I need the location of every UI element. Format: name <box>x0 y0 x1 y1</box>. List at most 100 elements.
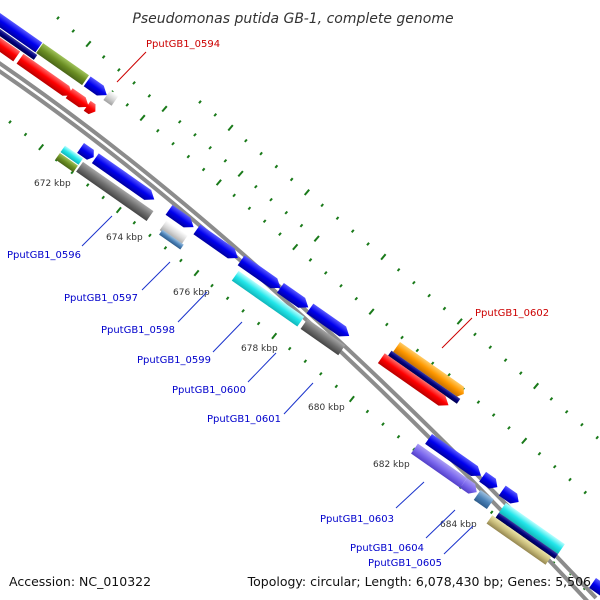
gene-cyan-0600[interactable] <box>267 296 305 327</box>
gene-navy-0605[interactable] <box>495 512 558 559</box>
gc-dot <box>564 409 569 414</box>
gc-dot <box>335 216 340 221</box>
gene-red-top-a[interactable] <box>0 27 21 62</box>
gc-dot <box>427 293 431 298</box>
gene-label-0596[interactable]: PputGB1_0596 <box>7 250 81 261</box>
gene-cyan-0605[interactable] <box>499 502 565 554</box>
gene-khaki-0605[interactable] <box>486 515 552 565</box>
gc-dot <box>23 132 28 137</box>
gc-dot <box>284 210 289 215</box>
gene-blue-0603b[interactable] <box>479 471 501 492</box>
gc-dot <box>583 490 588 495</box>
gene-label-0597[interactable]: PputGB1_0597 <box>64 293 138 304</box>
gene-blue-corner[interactable] <box>589 578 600 600</box>
gc-dot <box>365 409 370 414</box>
accession-text: Accession: NC_010322 <box>9 574 151 589</box>
gc-dot <box>334 384 339 389</box>
gene-features <box>0 11 600 600</box>
map-title: Pseudomonas putida GB-1, complete genome <box>132 11 453 27</box>
gene-blue-0596a[interactable] <box>77 143 97 162</box>
gene-label-0602[interactable]: PputGB1_0602 <box>475 308 549 319</box>
gene-red-top-b[interactable] <box>16 53 76 101</box>
tick-label: 678 kbp <box>241 344 278 354</box>
gene-slate-0603[interactable] <box>411 443 468 488</box>
gene-gray-0596[interactable] <box>76 161 154 221</box>
gc-dot <box>595 435 599 440</box>
gc-dot <box>521 437 528 445</box>
gc-dot <box>148 233 152 238</box>
gene-blue-0600[interactable] <box>276 282 312 312</box>
gc-dot <box>156 128 160 133</box>
gc-dot <box>385 322 389 327</box>
leader-0603 <box>395 481 425 509</box>
gene-label-0594[interactable]: PputGB1_0594 <box>146 39 220 50</box>
gene-olive-small[interactable] <box>55 152 78 173</box>
gene-label-0605[interactable]: PputGB1_0605 <box>368 558 442 569</box>
gc-dot <box>117 68 121 72</box>
gene-steel-0597[interactable] <box>159 229 184 250</box>
gene-steel-0604[interactable] <box>473 490 494 510</box>
gene-label-0599[interactable]: PputGB1_0599 <box>137 355 211 366</box>
gene-light-0597[interactable] <box>159 220 188 246</box>
gc-dot <box>193 269 200 277</box>
gene-red-top-d[interactable] <box>83 100 99 117</box>
tick-label: 680 kbp <box>308 403 345 413</box>
gc-dot <box>177 119 182 124</box>
leader-0600 <box>247 352 277 383</box>
gene-gray-0601[interactable] <box>300 319 346 356</box>
gc-dot <box>223 158 228 163</box>
gc-dot <box>476 400 481 404</box>
leader-0594 <box>116 51 147 83</box>
gc-dot <box>71 29 76 33</box>
gc-dot <box>101 195 105 200</box>
gene-label-0603[interactable]: PputGB1_0603 <box>320 514 394 525</box>
gc-dot <box>308 258 313 262</box>
gene-blue-0599[interactable] <box>237 255 284 292</box>
gene-label-0598[interactable]: PputGB1_0598 <box>101 325 175 336</box>
gene-cyan-0599a[interactable] <box>231 270 277 308</box>
gc-dot <box>396 267 401 272</box>
gene-blue-0597[interactable] <box>165 204 197 232</box>
gc-dot <box>415 348 420 353</box>
gc-dot <box>320 203 324 208</box>
gc-dot <box>278 232 282 236</box>
gene-red-top-c[interactable] <box>65 88 93 112</box>
gene-cyan-small[interactable] <box>60 145 84 165</box>
gene-blue-0598[interactable] <box>193 224 241 263</box>
gc-dot <box>38 143 45 151</box>
gc-dot <box>125 103 130 107</box>
gene-red-0602[interactable] <box>377 353 452 410</box>
tick-label: 684 kbp <box>440 520 477 530</box>
gc-dot <box>396 434 401 439</box>
gene-blue-top-a[interactable] <box>0 11 43 53</box>
gene-label-0600[interactable]: PputGB1_0600 <box>172 385 246 396</box>
gc-dot <box>430 361 435 366</box>
gene-blue-0604[interactable] <box>498 485 522 507</box>
gc-dot <box>262 219 267 224</box>
gene-olive-0594[interactable] <box>36 43 89 86</box>
gene-blue-0596b[interactable] <box>91 153 158 204</box>
gc-dot <box>213 113 218 117</box>
gc-dot <box>85 40 92 48</box>
gene-orange-0602[interactable] <box>393 342 467 399</box>
gc-dot <box>381 422 385 427</box>
gene-label-0601[interactable]: PputGB1_0601 <box>207 414 281 425</box>
gc-dot <box>232 193 236 198</box>
gene-blue-0594b[interactable] <box>83 76 111 100</box>
gc-dot <box>56 16 60 20</box>
gene-slate-0603b[interactable] <box>460 478 480 497</box>
gene-blue-0601[interactable] <box>306 303 352 341</box>
tick-label: 682 kbp <box>373 460 410 470</box>
gc-dot <box>186 154 191 159</box>
gc-dot <box>269 197 273 202</box>
gc-dot <box>132 81 136 85</box>
gene-navy-top[interactable] <box>0 21 38 60</box>
gene-navy-0602[interactable] <box>388 350 461 404</box>
gc-dot <box>8 120 12 124</box>
gene-blue-0603a[interactable] <box>425 434 484 481</box>
gc-dot <box>271 332 278 340</box>
gene-light-small[interactable] <box>103 90 119 106</box>
gene-label-0604[interactable]: PputGB1_0604 <box>350 543 424 554</box>
gc-dot <box>132 220 137 225</box>
